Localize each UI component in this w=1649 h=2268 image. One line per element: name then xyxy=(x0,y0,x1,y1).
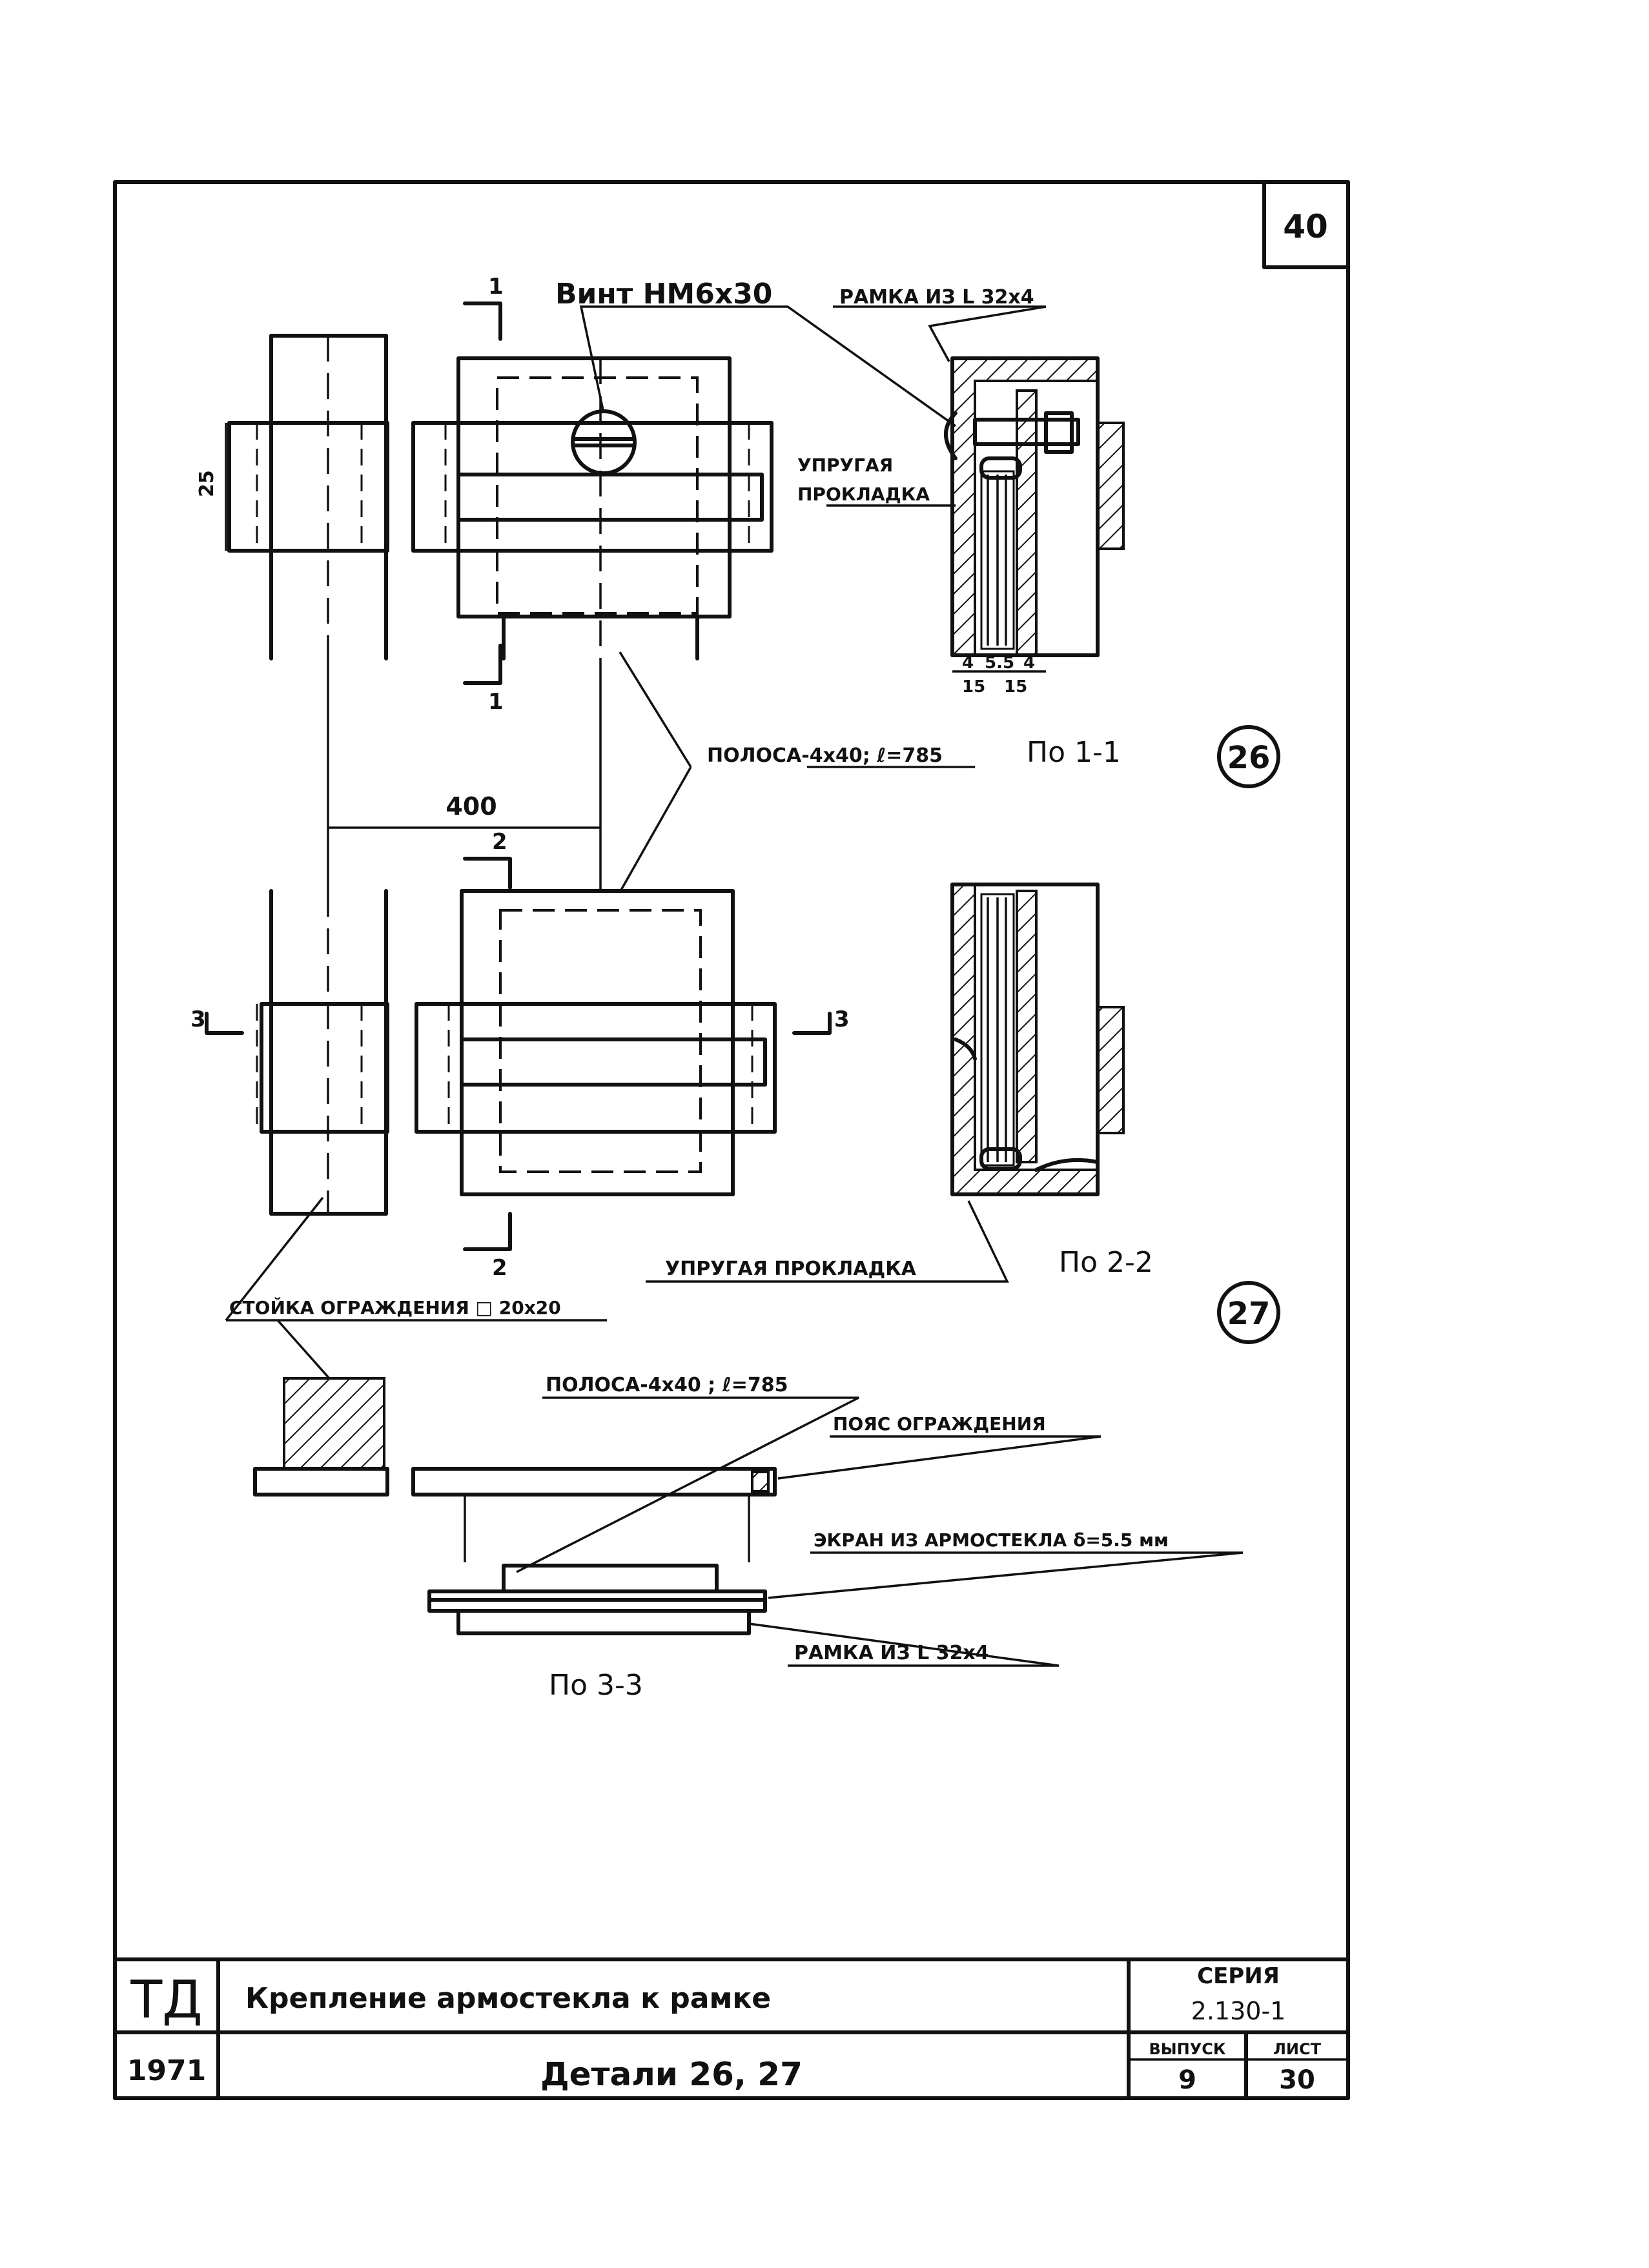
leaders-upper xyxy=(579,305,1047,893)
cut-3-left: 3 xyxy=(190,1006,206,1032)
cut-1-bottom: 1 xyxy=(488,689,504,715)
detail-26-plan xyxy=(225,301,773,685)
sheet-value: 30 xyxy=(1279,2065,1315,2095)
label-vint: Винт НМ6x30 xyxy=(555,278,772,311)
sheet-frame xyxy=(113,180,1350,2100)
section-1-1: 4 5.5 4 15 15 xyxy=(944,356,1125,697)
series-value: 2.130-1 xyxy=(1191,1997,1286,2025)
cut-3-right: 3 xyxy=(834,1006,850,1032)
drawing-subtitle: Детали 26, 27 xyxy=(540,2056,803,2093)
issue-label: ВЫПУСК xyxy=(1149,2040,1226,2058)
label-polosa-low: ПОЛОСА-4x40 ; ℓ=785 xyxy=(546,1374,788,1396)
detail-26-number: 26 xyxy=(1227,740,1271,776)
detail-27-number: 27 xyxy=(1227,1296,1271,1332)
org-code: ТД xyxy=(130,1970,202,2030)
cut-2-top: 2 xyxy=(492,829,507,855)
detail-27-marker xyxy=(1217,1281,1280,1344)
issue-value: 9 xyxy=(1178,2065,1196,2095)
detail-26-marker xyxy=(1217,725,1280,788)
label-ramka-top: РАМКА ИЗ L 32x4 xyxy=(839,286,1034,309)
corner-number-box: 40 xyxy=(1262,180,1350,269)
cut-1-top: 1 xyxy=(488,274,504,300)
section-3-3 xyxy=(225,1196,1244,1667)
sheet-label: ЛИСТ xyxy=(1273,2040,1322,2058)
dim-25: 25 xyxy=(196,470,218,497)
label-poyas: ПОЯС ОГРАЖДЕНИЯ xyxy=(833,1413,1046,1435)
label-ekran: ЭКРАН ИЗ АРМОСТЕКЛА δ=5.5 мм xyxy=(814,1529,1169,1551)
title-block xyxy=(113,1957,1350,2100)
year: 1971 xyxy=(127,2054,206,2087)
label-section-1-1: По 1-1 xyxy=(1027,736,1121,769)
label-uprugaya-bottom: УПРУГАЯ ПРОКЛАДКА xyxy=(665,1258,917,1280)
label-ramka-low: РАМКА ИЗ L 32x4 xyxy=(794,1642,989,1664)
drawing-title: Крепление армостекла к рамке xyxy=(245,1982,771,2015)
corner-number: 40 xyxy=(1283,208,1328,245)
label-section-2-2: По 2-2 xyxy=(1059,1246,1153,1279)
dim-400: 400 xyxy=(446,792,497,821)
label-stoika: СТОЙКА ОГРАЖДЕНИЯ □ 20x20 xyxy=(229,1296,561,1318)
label-section-3-3: По 3-3 xyxy=(549,1669,643,1702)
dim-15a: 15 xyxy=(962,677,985,697)
dimension-400: 400 xyxy=(327,659,602,891)
label-uprugaya-2: ПРОКЛАДКА xyxy=(797,484,930,505)
detail-27-plan xyxy=(205,857,832,1251)
dim-15b: 15 xyxy=(1004,677,1027,697)
label-uprugaya-1: УПРУГАЯ xyxy=(797,455,893,476)
dim-4a: 4 xyxy=(962,653,974,673)
label-polosa-mid: ПОЛОСА-4x40; ℓ=785 xyxy=(707,744,943,767)
cut-2-bottom: 2 xyxy=(492,1255,507,1281)
dim-4b: 4 xyxy=(1023,653,1035,673)
series-label: СЕРИЯ xyxy=(1197,1963,1280,1989)
section-2-2 xyxy=(646,883,1125,1283)
dim-5-5: 5.5 xyxy=(985,653,1014,673)
